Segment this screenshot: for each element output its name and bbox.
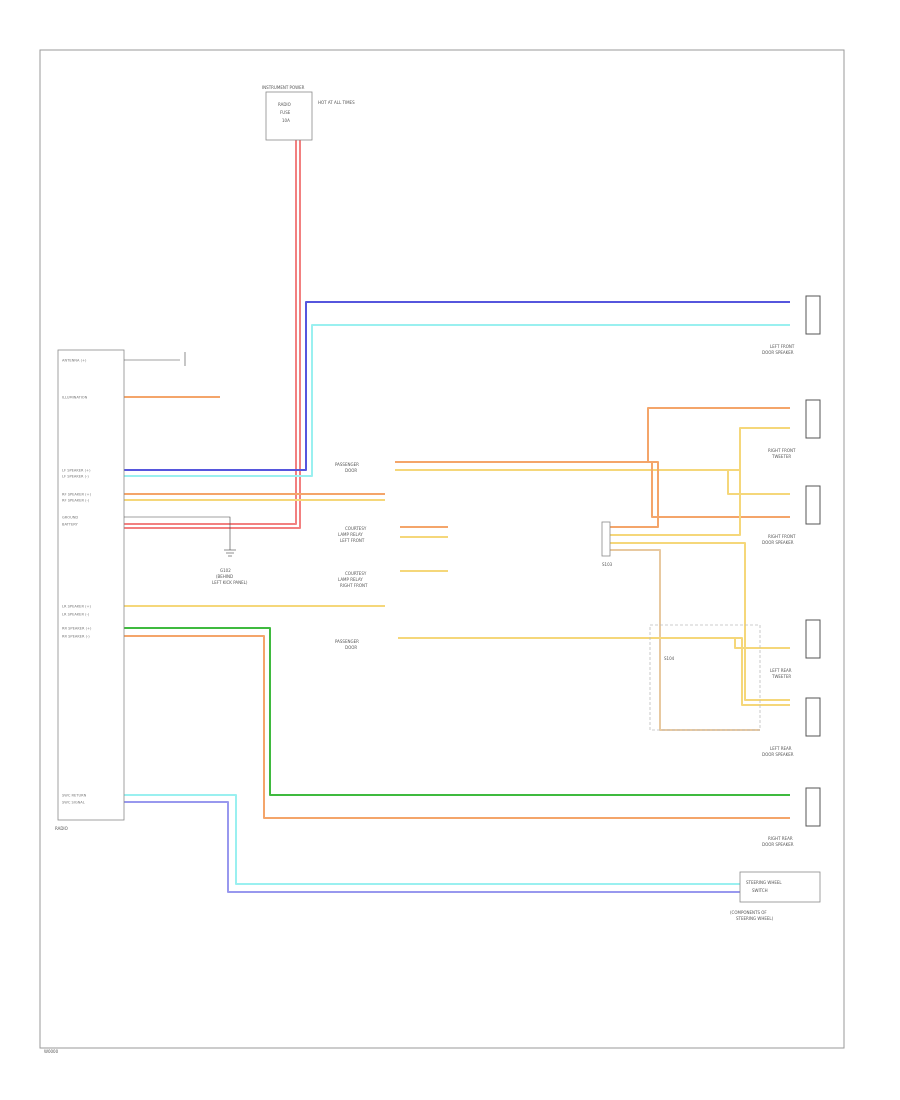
sws-label-3: (COMPONENTS OF bbox=[730, 910, 767, 915]
wire-rr-neg-orange bbox=[124, 635, 790, 819]
radio-pin-label: LF SPEAKER (+) bbox=[62, 469, 91, 473]
sws-label-1: STEERING WHEEL bbox=[746, 880, 782, 885]
fuse-radio-label: RADIO bbox=[278, 102, 291, 107]
splice-connector-box bbox=[601, 521, 611, 557]
radio-pin-label: SWC SIGNAL bbox=[62, 801, 85, 805]
splice-label-2: S104 bbox=[664, 656, 675, 661]
wire-s103-yellow-3 bbox=[610, 542, 790, 701]
fuse-block-box bbox=[265, 91, 313, 141]
wire-s103-yellow-2 bbox=[610, 470, 741, 536]
sws-label-2: SWITCH bbox=[752, 888, 768, 893]
radio-pin-label: GROUND bbox=[62, 516, 78, 520]
lr-tweeter-label-2: TWEETER bbox=[771, 674, 791, 679]
rf-door-label-1: RIGHT FRONT bbox=[768, 534, 796, 539]
passenger-conn-2-b: DOOR bbox=[345, 645, 357, 650]
radio-pin-label: RR SPEAKER (-) bbox=[62, 635, 90, 639]
ground-lead bbox=[124, 516, 231, 550]
speaker-lr-door: LEFT REAR DOOR SPEAKER bbox=[762, 697, 821, 757]
fuse-amp-label: 10A bbox=[282, 118, 290, 123]
lr-door-label-1: LEFT REAR bbox=[770, 746, 792, 751]
footer-code: W0000 bbox=[44, 1049, 59, 1054]
courtesy-2-a: COURTESY bbox=[345, 571, 367, 576]
ground-label-3: LEFT KICK PANEL) bbox=[212, 580, 248, 585]
wire-lf-neg-ltblue bbox=[124, 324, 790, 477]
radio-pin-label: ILLUMINATION bbox=[62, 396, 88, 400]
lf-speaker-label-1: LEFT FRONT bbox=[770, 344, 795, 349]
wire-battery-red bbox=[124, 140, 297, 525]
lr-door-label-2: DOOR SPEAKER bbox=[762, 752, 794, 757]
wire-s103-orange-2 bbox=[651, 462, 790, 518]
radio-pin-label: LR SPEAKER (-) bbox=[62, 613, 90, 617]
ground-label-1: G102 bbox=[220, 568, 231, 573]
courtesy-1-b: LAMP RELAY bbox=[338, 532, 363, 537]
wire-swc-ltblue bbox=[124, 794, 740, 885]
courtesy-2-b: LAMP RELAY bbox=[338, 577, 363, 582]
ground-label-2: (BEHIND bbox=[216, 574, 233, 579]
fuse-label: FUSE bbox=[280, 110, 291, 115]
lr-tweeter-label-1: LEFT REAR bbox=[770, 668, 792, 673]
radio-pin-label: SWC RETURN bbox=[62, 794, 87, 798]
speaker-rr-door: RIGHT REAR DOOR SPEAKER bbox=[762, 787, 821, 847]
wire-lf-pos-blue bbox=[124, 301, 790, 471]
speaker-lf: LEFT FRONT DOOR SPEAKER bbox=[762, 295, 821, 355]
speaker-rf-tweeter: RIGHT FRONT TWEETER bbox=[768, 399, 821, 459]
steering-wheel-switch-box bbox=[739, 871, 821, 903]
passenger-conn-2-a: PASSENGER bbox=[335, 639, 359, 644]
courtesy-1-c: LEFT FRONT bbox=[340, 538, 365, 543]
diagram-frame bbox=[39, 49, 845, 1049]
radio-box bbox=[57, 349, 125, 821]
wire-swc-violet bbox=[124, 801, 740, 893]
wire-group bbox=[124, 140, 790, 893]
rr-door-label-2: DOOR SPEAKER bbox=[762, 842, 794, 847]
fuse-block-title: INSTRUMENT POWER bbox=[262, 85, 305, 90]
wire-rr-pos-green bbox=[124, 627, 790, 796]
radio-pin-label: RF SPEAKER (+) bbox=[62, 493, 92, 497]
courtesy-1-a: COURTESY bbox=[345, 526, 367, 531]
sws-label-4: STEERING WHEEL) bbox=[736, 916, 774, 921]
splice-dash-region bbox=[649, 624, 761, 731]
radio-label: RADIO bbox=[55, 826, 68, 831]
wire-lr-yellow-splice bbox=[735, 637, 790, 706]
wire-lr-yellow-door bbox=[398, 637, 790, 649]
lf-speaker-label-2: DOOR SPEAKER bbox=[762, 350, 794, 355]
wire-s103-orange bbox=[610, 461, 659, 528]
radio-pin-label: BATTERY bbox=[62, 523, 79, 527]
splice-label-1: S103 bbox=[602, 562, 613, 567]
wire-rf-yellow-door bbox=[395, 427, 790, 471]
rf-door-label-2: DOOR SPEAKER bbox=[762, 540, 794, 545]
wire-s103-tan bbox=[610, 549, 760, 731]
rf-tweeter-label-1: RIGHT FRONT bbox=[768, 448, 796, 453]
radio-pin-labels: ANTENNA (+) ILLUMINATION LF SPEAKER (+) LF … bbox=[62, 359, 92, 805]
radio-pin-label: ANTENNA (+) bbox=[62, 359, 87, 363]
speaker-lr-tweeter: LEFT REAR TWEETER bbox=[770, 619, 821, 679]
radio-pin-label: LF SPEAKER (-) bbox=[62, 475, 89, 479]
ground-icon bbox=[224, 549, 236, 557]
passenger-conn-1-a: PASSENGER bbox=[335, 462, 359, 467]
radio-pin-label: RF SPEAKER (-) bbox=[62, 499, 90, 503]
courtesy-2-c: RIGHT FRONT bbox=[340, 583, 368, 588]
rr-door-label-1: RIGHT REAR bbox=[768, 836, 793, 841]
fuse-hot-label: HOT AT ALL TIMES bbox=[318, 100, 355, 105]
wire-rf-orange-door bbox=[395, 407, 790, 463]
radio-pin-label: LR SPEAKER (+) bbox=[62, 605, 91, 609]
radio-pin-label: RR SPEAKER (+) bbox=[62, 627, 92, 631]
speaker-rf-door: RIGHT FRONT DOOR SPEAKER bbox=[762, 485, 821, 545]
rf-tweeter-label-2: TWEETER bbox=[771, 454, 791, 459]
passenger-conn-1-b: DOOR bbox=[345, 468, 357, 473]
wire-s103-yellow bbox=[727, 470, 790, 495]
wire-battery-red-2 bbox=[124, 140, 301, 529]
